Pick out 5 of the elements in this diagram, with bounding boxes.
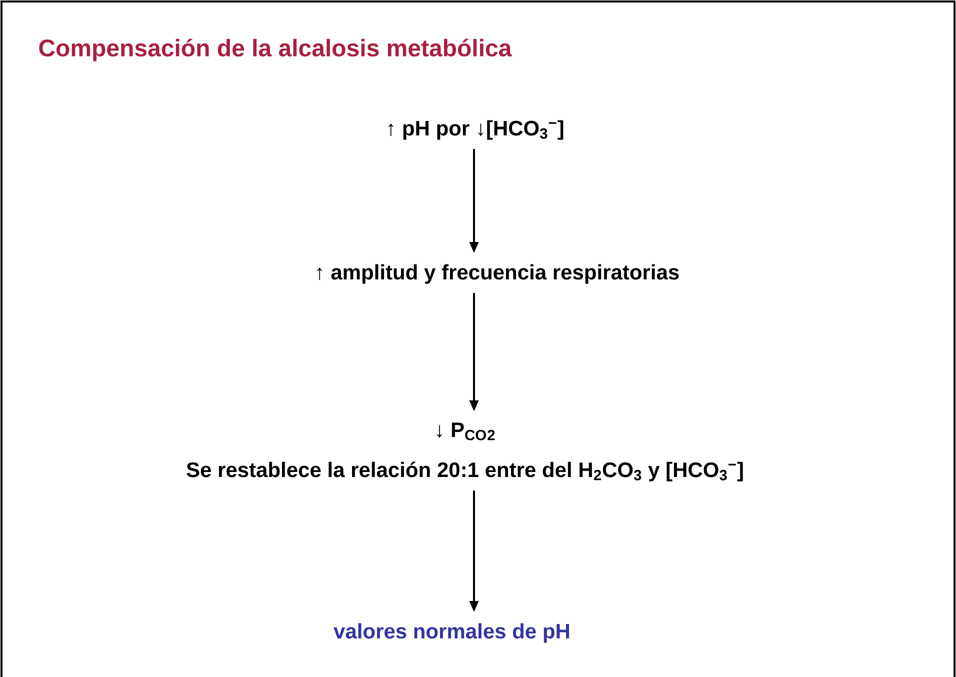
flow-text: valores normales de pH bbox=[334, 623, 570, 643]
flow-text: ↑ pH por ↓[HCO$_{3}$$^{−}$] bbox=[388, 120, 564, 140]
flow-text: ↑ amplitud y frecuencia respiratorias bbox=[317, 264, 679, 284]
flow-text: ↓ P$_{CO2}$ Se restablece la relación 20:1 entre del H$_{2}$CO$_{3}$ y [HCO$_{3}$$^{−}$] bbox=[186, 422, 743, 482]
slide-title: Compensación de la alcalosis metabólica bbox=[39, 38, 512, 62]
